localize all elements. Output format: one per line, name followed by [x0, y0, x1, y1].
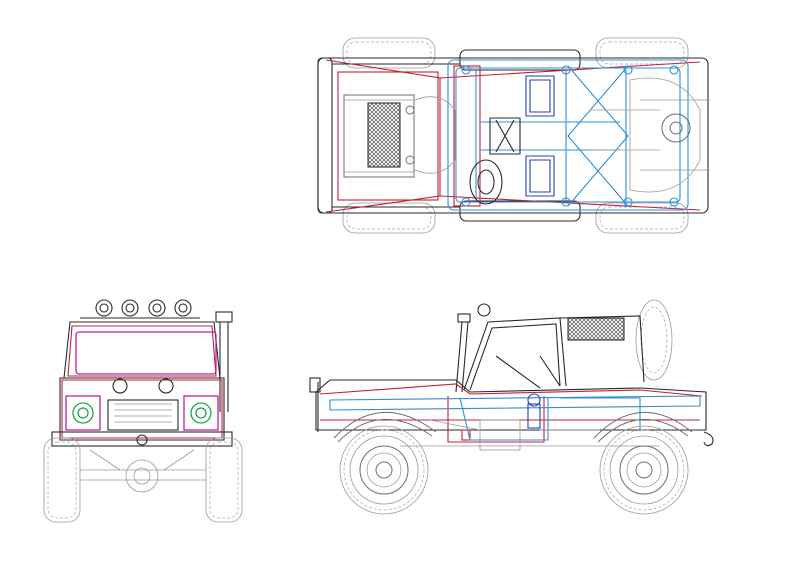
left-headlight	[72, 402, 94, 424]
tow-hook	[703, 431, 714, 447]
side-view	[309, 299, 714, 515]
front-view-left-tire	[43, 437, 81, 523]
right-fog-light	[158, 378, 174, 394]
door	[447, 396, 545, 443]
engine-bay	[343, 94, 456, 178]
top-body-outline	[317, 49, 709, 222]
roof-light	[95, 299, 113, 317]
right-headlight-housing	[183, 395, 219, 431]
side-rear-tire	[599, 425, 689, 515]
front-view	[43, 299, 243, 523]
top-seats	[469, 75, 555, 205]
cage-mesh-panel	[567, 317, 625, 341]
roll-cage-top	[447, 59, 689, 211]
side-front-tire	[339, 425, 429, 515]
side-mirror-light	[477, 303, 491, 317]
winch-hook	[136, 434, 148, 446]
front-grille	[107, 399, 179, 431]
left-fog-light	[112, 378, 128, 394]
left-headlight-housing	[65, 395, 101, 431]
front-body	[51, 377, 233, 447]
front-bumper	[51, 431, 233, 447]
side-frame	[329, 393, 701, 441]
side-drivetrain	[400, 419, 660, 451]
front-view-right-tire	[205, 437, 243, 523]
fender-flares	[333, 412, 693, 443]
rear-differential	[590, 77, 710, 193]
roll-cage-side	[463, 303, 645, 391]
side-light	[309, 377, 321, 393]
rear-right-tire	[595, 202, 689, 234]
windshield	[75, 331, 217, 375]
snorkel	[215, 311, 233, 412]
roof-light	[148, 299, 166, 317]
roof-light	[121, 299, 139, 317]
top-view	[317, 37, 710, 234]
front-axle	[80, 449, 206, 493]
front-cab-outline	[63, 321, 221, 379]
right-headlight	[190, 402, 212, 424]
roof-light-bar	[80, 299, 200, 319]
roof-light	[174, 299, 192, 317]
